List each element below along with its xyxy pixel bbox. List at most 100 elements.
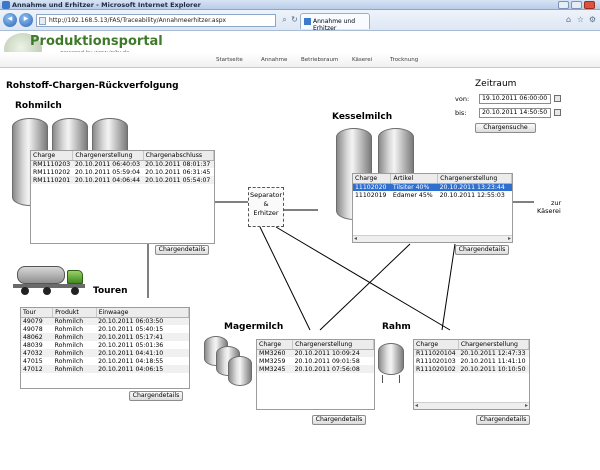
- tab-label: Annahme und Erhitzer: [313, 18, 356, 32]
- cell-einwaage: 20.10.2011 04:06:15: [96, 365, 189, 373]
- table-row[interactable]: RM1110203 20.10.2011 06:40:03 20.10.2011…: [31, 160, 214, 168]
- table-row-selected[interactable]: 11102020 Tilsiter 40% 20.10.2011 13:23:4…: [353, 183, 512, 191]
- kesselmilch-chargendetails-button[interactable]: Chargendetails: [455, 245, 509, 255]
- column-header[interactable]: Artikel: [390, 174, 439, 184]
- column-header[interactable]: Chargenabschluss: [143, 151, 215, 161]
- address-url: http://192.168.5.13/FAS/Traceability/Ann…: [49, 17, 227, 24]
- bis-date-input[interactable]: 20.10.2011 14:50:50: [479, 108, 551, 118]
- column-header[interactable]: Tour: [21, 308, 54, 318]
- kesselmilch-title: Kesselmilch: [332, 112, 393, 122]
- minimize-button[interactable]: [558, 1, 569, 9]
- column-header[interactable]: Charge: [257, 340, 294, 350]
- back-icon[interactable]: ◂: [3, 13, 17, 27]
- cell-chargenerstellung: 20.10.2011 10:09:24: [292, 349, 374, 357]
- cell-charge: MM3245: [257, 365, 293, 373]
- horizontal-scrollbar[interactable]: [353, 235, 512, 242]
- column-header[interactable]: Einwaage: [96, 308, 190, 318]
- menu-item-betriebsraum[interactable]: Betriebsraum: [301, 57, 339, 63]
- chargensuche-button[interactable]: Chargensuche: [475, 123, 536, 133]
- maximize-button[interactable]: [571, 1, 582, 9]
- rohmilch-title: Rohmilch: [15, 101, 62, 111]
- column-header[interactable]: Charge: [31, 151, 74, 161]
- cell-charge: RM1110202: [33, 168, 71, 176]
- forward-icon[interactable]: ▸: [19, 13, 33, 27]
- cell-produkt: Rohmilch: [54, 357, 84, 365]
- menu-item-kaeserei[interactable]: Käserei: [352, 57, 373, 63]
- gear-icon[interactable]: ⚙: [588, 15, 597, 24]
- separator-amp: &: [263, 200, 269, 208]
- cell-charge: 11102019: [355, 191, 387, 199]
- cell-einwaage: 20.10.2011 05:17:41: [96, 333, 189, 341]
- cell-charge: MM3260: [257, 349, 293, 357]
- magermilch-chargendetails-button[interactable]: Chargendetails: [312, 415, 366, 425]
- calendar-icon[interactable]: [554, 95, 561, 102]
- cell-chargenerstellung: 20.10.2011 12:47:33: [458, 349, 529, 357]
- cell-chargenerstellung: 20.10.2011 09:01:58: [294, 357, 360, 365]
- search-icon[interactable]: ⌕: [282, 15, 287, 24]
- cell-einwaage: 20.10.2011 05:40:15: [98, 325, 164, 333]
- page-title: Rohstoff-Chargen-Rückverfolgung: [6, 81, 179, 91]
- cell-tour: 47012: [21, 365, 53, 373]
- menu-item-startseite[interactable]: Startseite: [216, 57, 243, 63]
- column-header[interactable]: Charge: [414, 340, 459, 350]
- menu-item-annahme[interactable]: Annahme: [261, 57, 288, 63]
- cell-produkt: Rohmilch: [54, 341, 84, 349]
- close-button[interactable]: [584, 1, 595, 9]
- cell-chargenerstellung: 20.10.2011 04:06:44: [72, 176, 144, 184]
- cell-charge: RM1110203: [31, 160, 73, 168]
- cell-chargenabschluss: 20.10.2011 06:31:45: [145, 168, 211, 176]
- column-header[interactable]: Chargenerstellung: [458, 340, 530, 350]
- calendar-icon[interactable]: [554, 109, 561, 116]
- rahm-title: Rahm: [382, 322, 411, 332]
- cell-produkt: Rohmilch: [52, 365, 97, 373]
- cell-chargenerstellung: 20.10.2011 13:23:44: [437, 183, 512, 191]
- von-label: von:: [455, 95, 470, 103]
- table-row[interactable]: 11102019 Edamer 45% 20.10.2011 12:55:03: [353, 191, 512, 199]
- rahm-chargendetails-button[interactable]: Chargendetails: [476, 415, 530, 425]
- column-header[interactable]: Charge: [353, 174, 392, 184]
- cell-chargenerstellung: 20.10.2011 10:10:50: [458, 365, 529, 373]
- horizontal-scrollbar[interactable]: [414, 402, 529, 409]
- tab-annahme-erhitzer[interactable]: Annahme und Erhitzer: [300, 13, 370, 32]
- home-icon[interactable]: ⌂: [565, 15, 572, 24]
- column-header[interactable]: Chargenerstellung: [72, 151, 144, 161]
- tab-favicon: [304, 18, 311, 25]
- rohmilch-chargendetails-button[interactable]: Chargendetails: [155, 245, 209, 255]
- table-row[interactable]: RM1110201 20.10.2011 04:06:44 20.10.2011…: [31, 176, 214, 184]
- cell-produkt: Rohmilch: [54, 325, 84, 333]
- refresh-icon[interactable]: ↻: [291, 15, 298, 24]
- cell-charge: RM1110201: [31, 176, 73, 184]
- kesselmilch-grid: Charge Artikel Chargenerstellung 1110202…: [352, 173, 513, 243]
- table-row[interactable]: RM1110202 20.10.2011 05:59:04 20.10.2011…: [31, 168, 214, 176]
- cell-tour: 47032: [21, 349, 53, 357]
- column-header[interactable]: Chargenerstellung: [292, 340, 374, 350]
- favorites-icon[interactable]: ☆: [576, 15, 585, 24]
- von-date-input[interactable]: 19.10.2011 06:00:00: [479, 94, 551, 104]
- column-header[interactable]: Produkt: [52, 308, 97, 318]
- portal-title: Produktionsportal: [30, 34, 163, 49]
- address-field[interactable]: http://192.168.5.13/FAS/Traceability/Ann…: [36, 14, 276, 27]
- cell-artikel: Tilsiter 40%: [390, 183, 438, 191]
- window-title-bar: Annahme und Erhitzer - Microsoft Interne…: [0, 0, 600, 10]
- column-header[interactable]: Chargenerstellung: [437, 174, 512, 184]
- menu-item-trocknung[interactable]: Trocknung: [390, 57, 419, 63]
- window-title: Annahme und Erhitzer - Microsoft Interne…: [12, 1, 201, 9]
- touren-title: Touren: [93, 286, 128, 296]
- separator-label: Separator: [249, 191, 283, 199]
- touren-chargendetails-button[interactable]: Chargendetails: [129, 391, 183, 401]
- magermilch-tank-icon: [228, 356, 252, 386]
